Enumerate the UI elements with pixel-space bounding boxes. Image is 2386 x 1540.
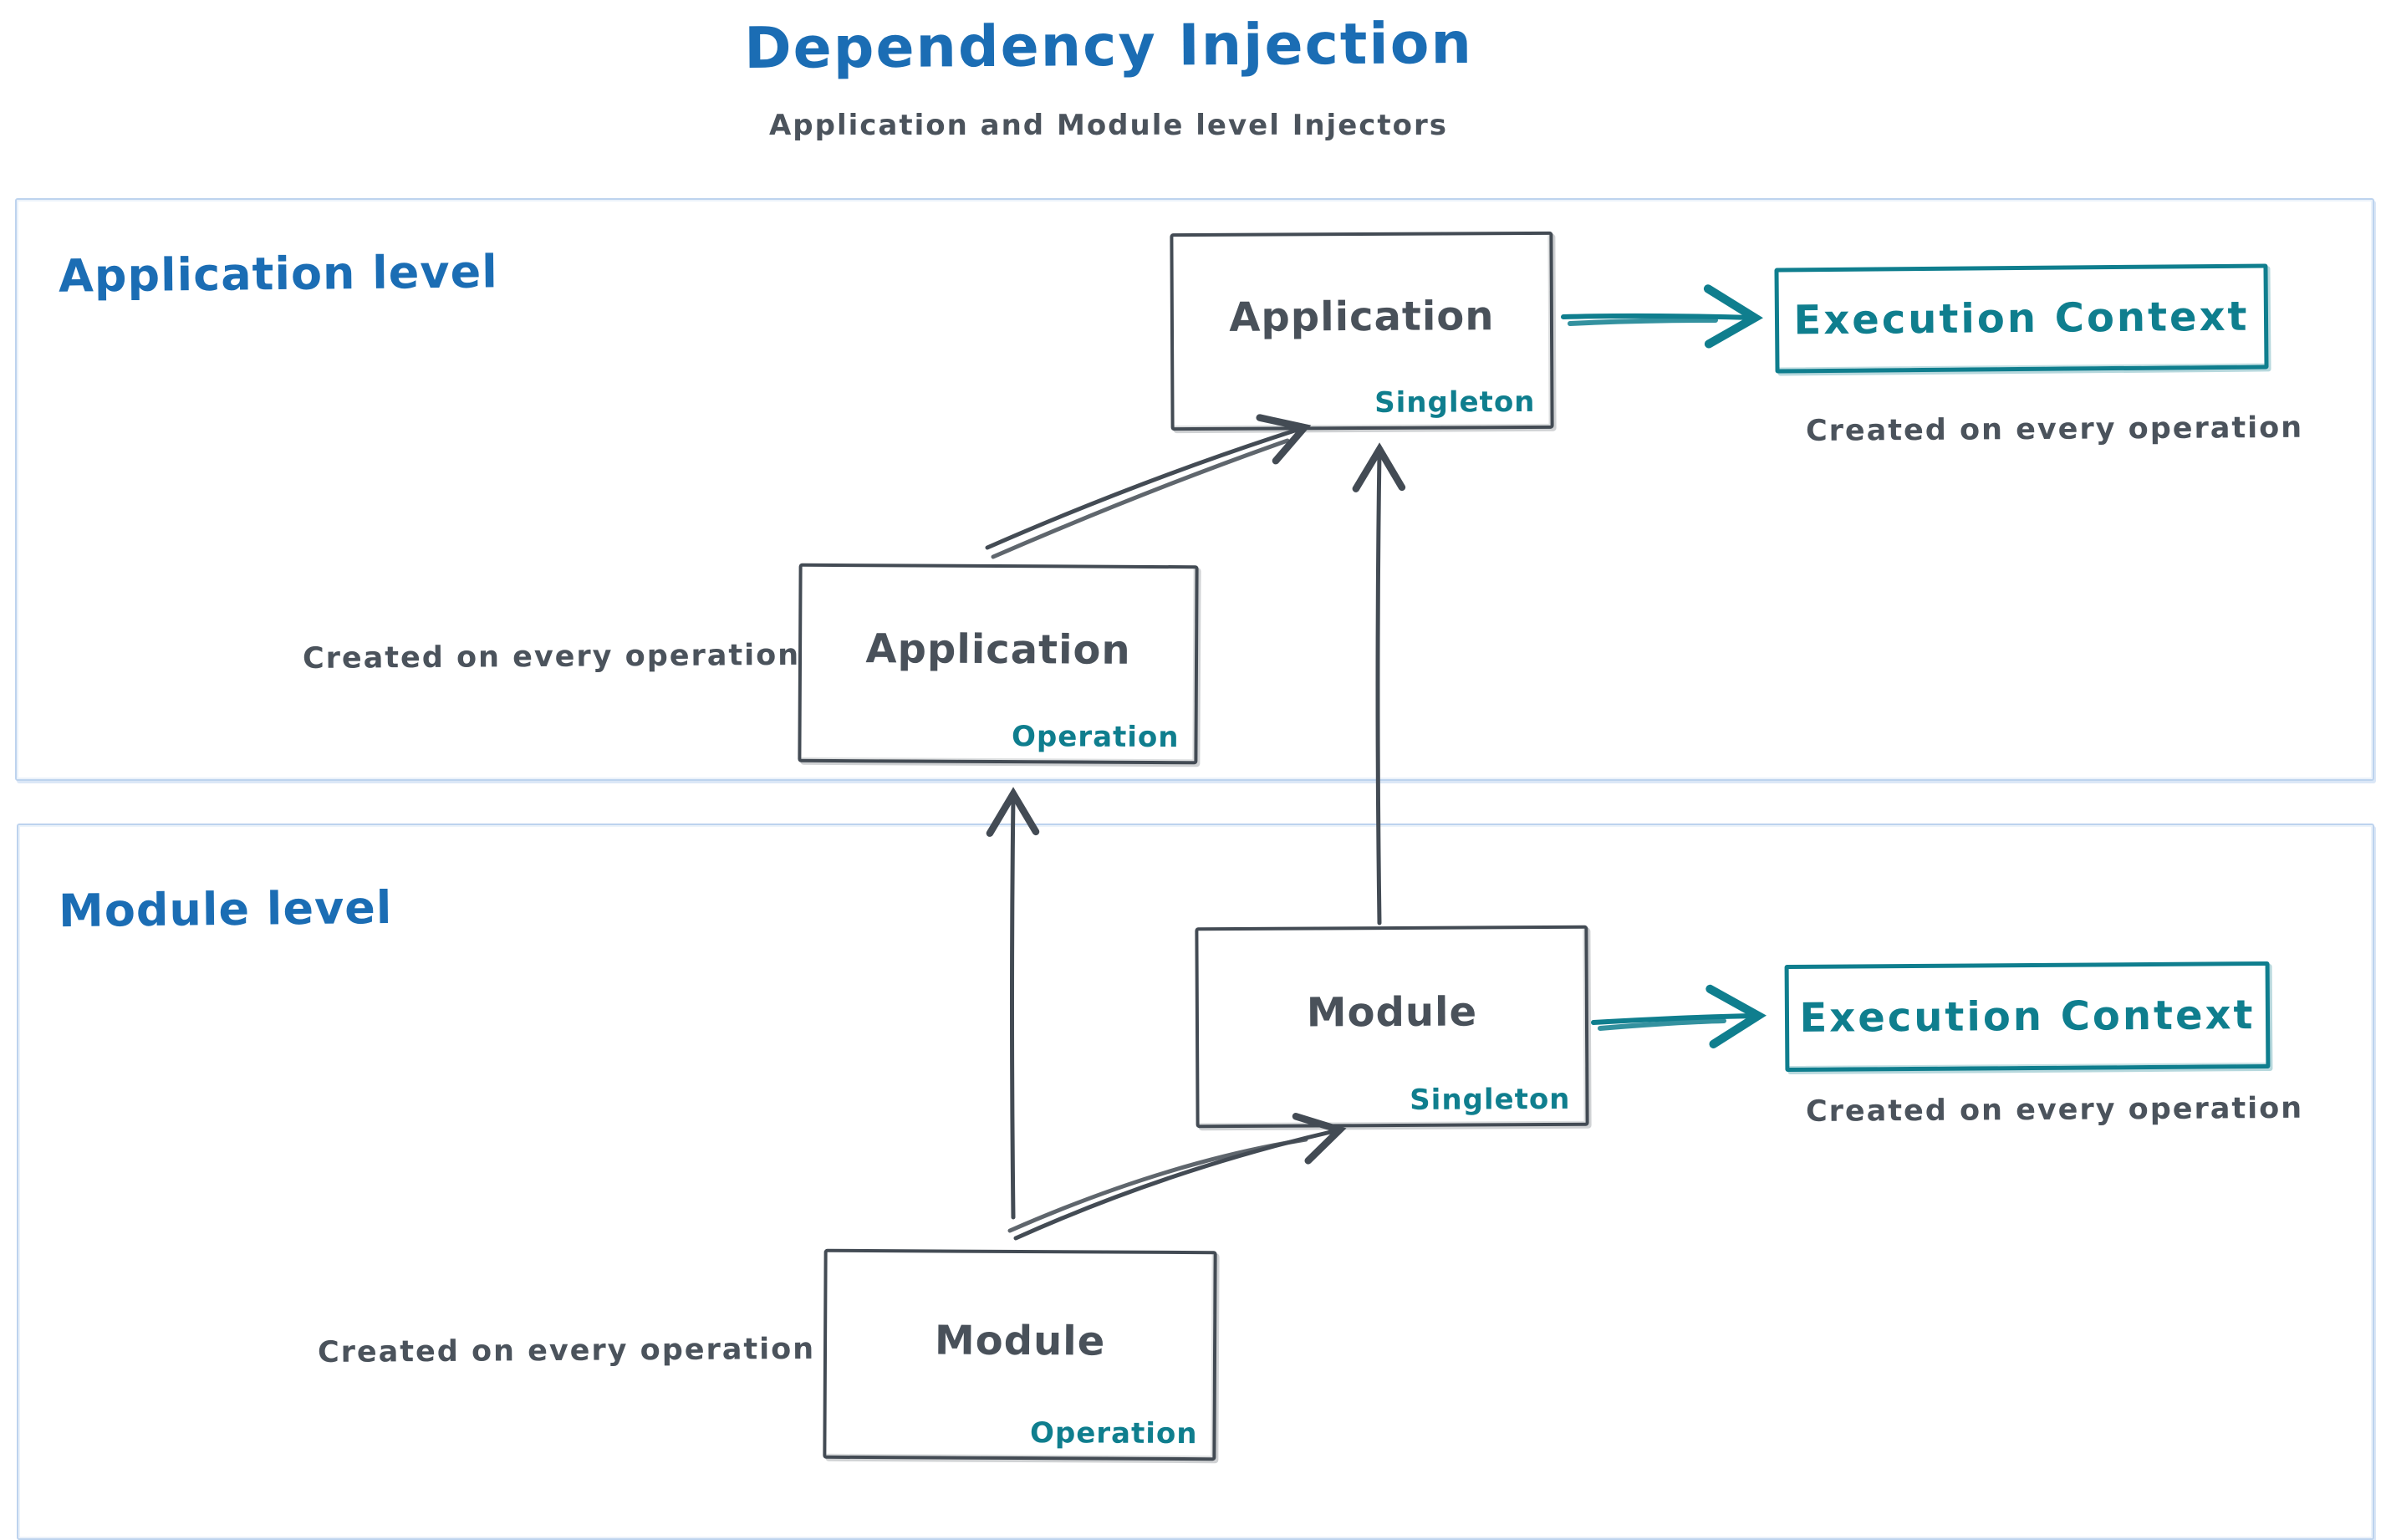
module-execution-context-box: Execution Context <box>1784 961 2271 1073</box>
module-singleton-tag: Singleton <box>1410 1082 1571 1117</box>
app-singleton-title: Application <box>1229 293 1495 341</box>
module-operation-box: Module Operation <box>823 1248 1217 1461</box>
module-level-label: Module level <box>58 880 393 938</box>
module-operation-title: Module <box>934 1316 1106 1365</box>
page-subtitle: Application and Module level Injectors <box>768 109 1449 142</box>
app-singleton-box: Application Singleton <box>1170 231 1554 431</box>
module-singleton-box: Module Singleton <box>1195 925 1589 1129</box>
app-operation-tag: Operation <box>1011 720 1180 755</box>
app-operation-title: Application <box>865 625 1131 674</box>
app-operation-caption: Created on every operation <box>302 638 801 676</box>
module-execution-context-label: Execution Context <box>1799 992 2256 1042</box>
app-execution-context-box: Execution Context <box>1774 263 2269 374</box>
app-singleton-tag: Singleton <box>1374 385 1536 420</box>
app-operation-box: Application Operation <box>798 563 1199 765</box>
application-level-label: Application level <box>58 245 499 303</box>
module-operation-tag: Operation <box>1029 1416 1198 1451</box>
module-singleton-title: Module <box>1306 988 1478 1037</box>
app-execution-caption: Created on every operation <box>1805 410 2304 448</box>
app-execution-context-label: Execution Context <box>1793 293 2250 344</box>
module-operation-caption: Created on every operation <box>317 1332 816 1369</box>
module-execution-caption: Created on every operation <box>1805 1091 2304 1129</box>
page-title: Dependency Injection <box>743 10 1474 83</box>
